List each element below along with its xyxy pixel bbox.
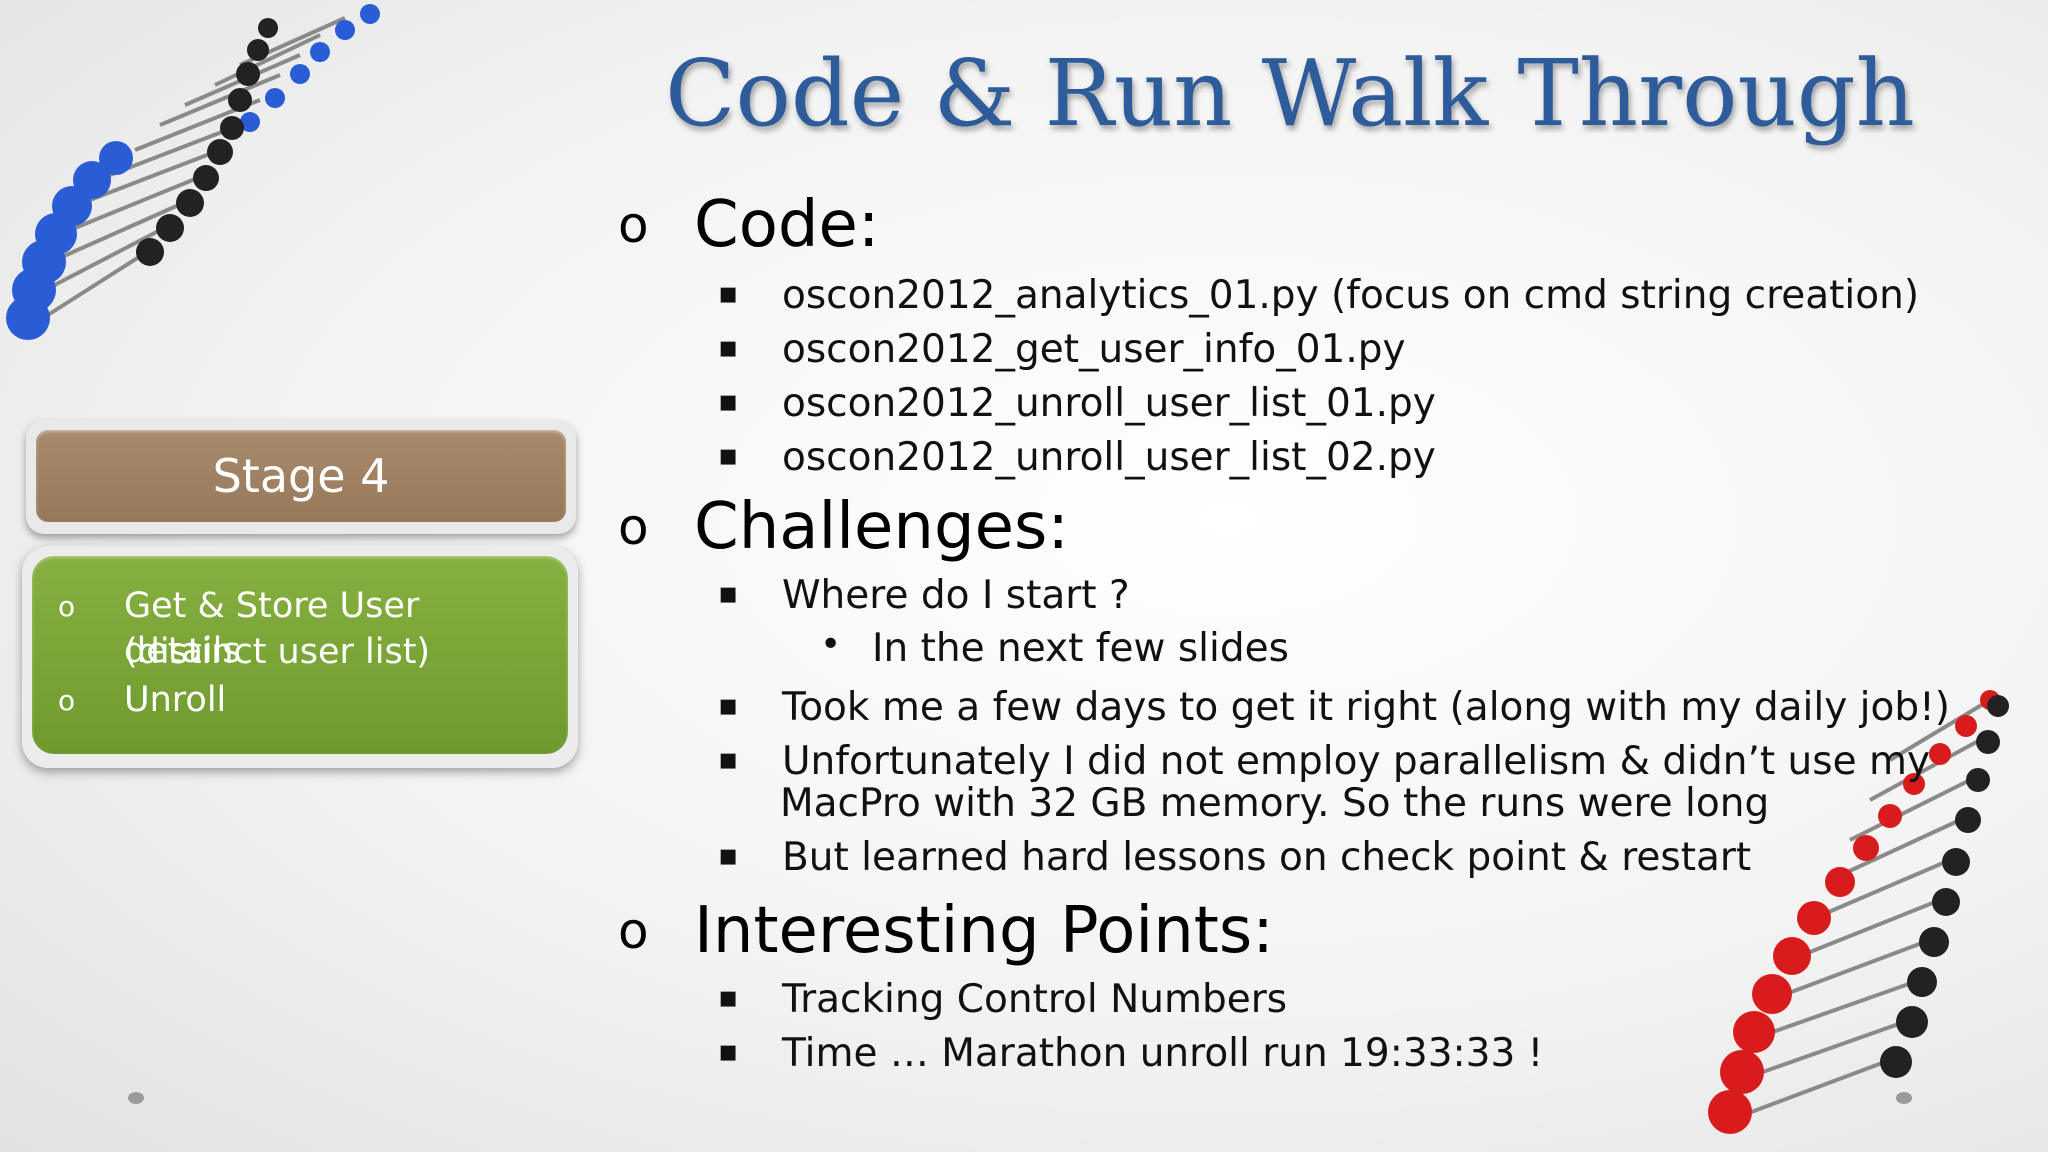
decorative-dot <box>1896 1092 1912 1104</box>
list-item-text: oscon2012_unroll_user_list_02.py <box>782 435 1436 480</box>
square-bullet-icon: ▪ <box>718 1034 739 1069</box>
round-bullet-icon: • <box>820 624 842 665</box>
section-heading-text: Interesting Points: <box>694 894 1274 968</box>
dna-helix-red-image <box>1708 690 2009 1134</box>
list-item-text: oscon2012_analytics_01.py (focus on cmd … <box>782 273 1920 318</box>
hollow-circle-bullet-icon: o <box>618 196 649 254</box>
stage-details-content: o Get & Store User details (distinct use… <box>32 556 568 754</box>
list-item-text: Took me a few days to get it right (alon… <box>782 685 1950 730</box>
section-heading-text: Code: <box>694 188 880 262</box>
list-item-text: oscon2012_unroll_user_list_01.py <box>782 381 1436 426</box>
list-item-text: MacPro with 32 GB memory. So the runs we… <box>780 781 1770 826</box>
list-item-text: Unfortunately I did not employ paralleli… <box>782 739 1931 784</box>
square-bullet-icon: ▪ <box>718 438 739 473</box>
square-bullet-icon: ▪ <box>718 838 739 873</box>
square-bullet-icon: ▪ <box>718 742 739 777</box>
slide-title: Code & Run Walk Through <box>665 40 1915 147</box>
stage-item-text: Get & Store User details <box>124 586 420 671</box>
square-bullet-icon: ▪ <box>718 330 739 365</box>
list-item-text: oscon2012_get_user_info_01.py <box>782 327 1406 372</box>
square-bullet-icon: ▪ <box>718 576 739 611</box>
list-item-text: Tracking Control Numbers <box>782 977 1288 1022</box>
stage-item-bullet: o <box>58 590 76 623</box>
list-item-text: But learned hard lessons on check point … <box>782 835 1752 880</box>
hollow-circle-bullet-icon: o <box>618 498 649 556</box>
square-bullet-icon: ▪ <box>718 980 739 1015</box>
stage-item-bullet: o <box>58 684 76 717</box>
hollow-circle-bullet-icon: o <box>618 902 649 960</box>
stage-header-box: Stage 4 <box>26 420 576 534</box>
stage-header-label: Stage 4 <box>36 430 566 522</box>
stage-details-box: o Get & Store User details (distinct use… <box>22 546 578 768</box>
square-bullet-icon: ▪ <box>718 384 739 419</box>
square-bullet-icon: ▪ <box>718 276 739 311</box>
sub-list-item-text: In the next few slides <box>872 626 1289 671</box>
list-item-text: Where do I start ? <box>782 573 1130 618</box>
list-item-text: Time … Marathon unroll run 19:33:33 ! <box>782 1031 1544 1076</box>
section-heading-text: Challenges: <box>694 490 1069 564</box>
decorative-dot <box>128 1092 144 1104</box>
square-bullet-icon: ▪ <box>718 688 739 723</box>
stage-item-text: Unroll <box>124 680 227 720</box>
stage-item-text: (distinct user list) <box>124 632 431 672</box>
dna-helix-blue-image <box>6 4 380 340</box>
